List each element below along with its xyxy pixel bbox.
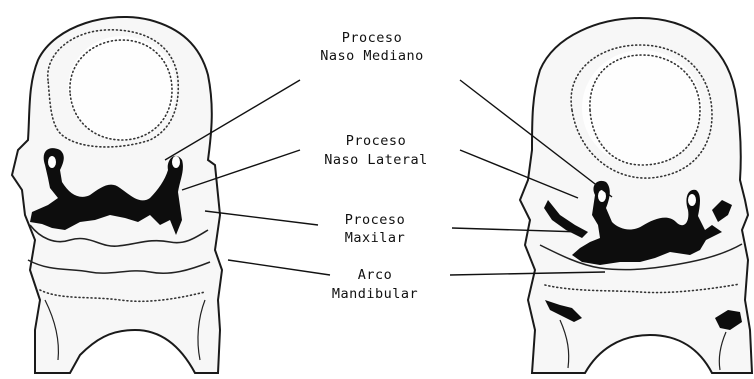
label-naso-mediano-line1: Proceso: [342, 30, 402, 46]
label-maxilar-line2: Maxilar: [345, 230, 405, 246]
label-naso-lateral-line1: Proceso: [346, 133, 406, 149]
label-mandibular-line1: Arco: [358, 267, 393, 283]
labels: Proceso Naso Mediano Proceso Naso Latera…: [320, 30, 428, 302]
label-naso-mediano-line2: Naso Mediano: [320, 48, 424, 64]
label-naso-lateral-line2: Naso Lateral: [324, 152, 428, 168]
left-forebrain-region: [68, 36, 176, 140]
label-maxilar-line1: Proceso: [345, 212, 405, 228]
right-nasal-pit-right: [688, 194, 696, 206]
left-nasal-pit-right: [172, 156, 180, 168]
leader-maxilar-left: [205, 211, 318, 225]
leader-mandibular-left: [228, 260, 330, 275]
label-mandibular-line2: Mandibular: [332, 286, 418, 302]
right-embryo: [520, 18, 752, 373]
left-embryo: [12, 17, 222, 373]
left-nasal-pit-left: [48, 156, 56, 168]
right-forebrain-region: [582, 50, 702, 166]
